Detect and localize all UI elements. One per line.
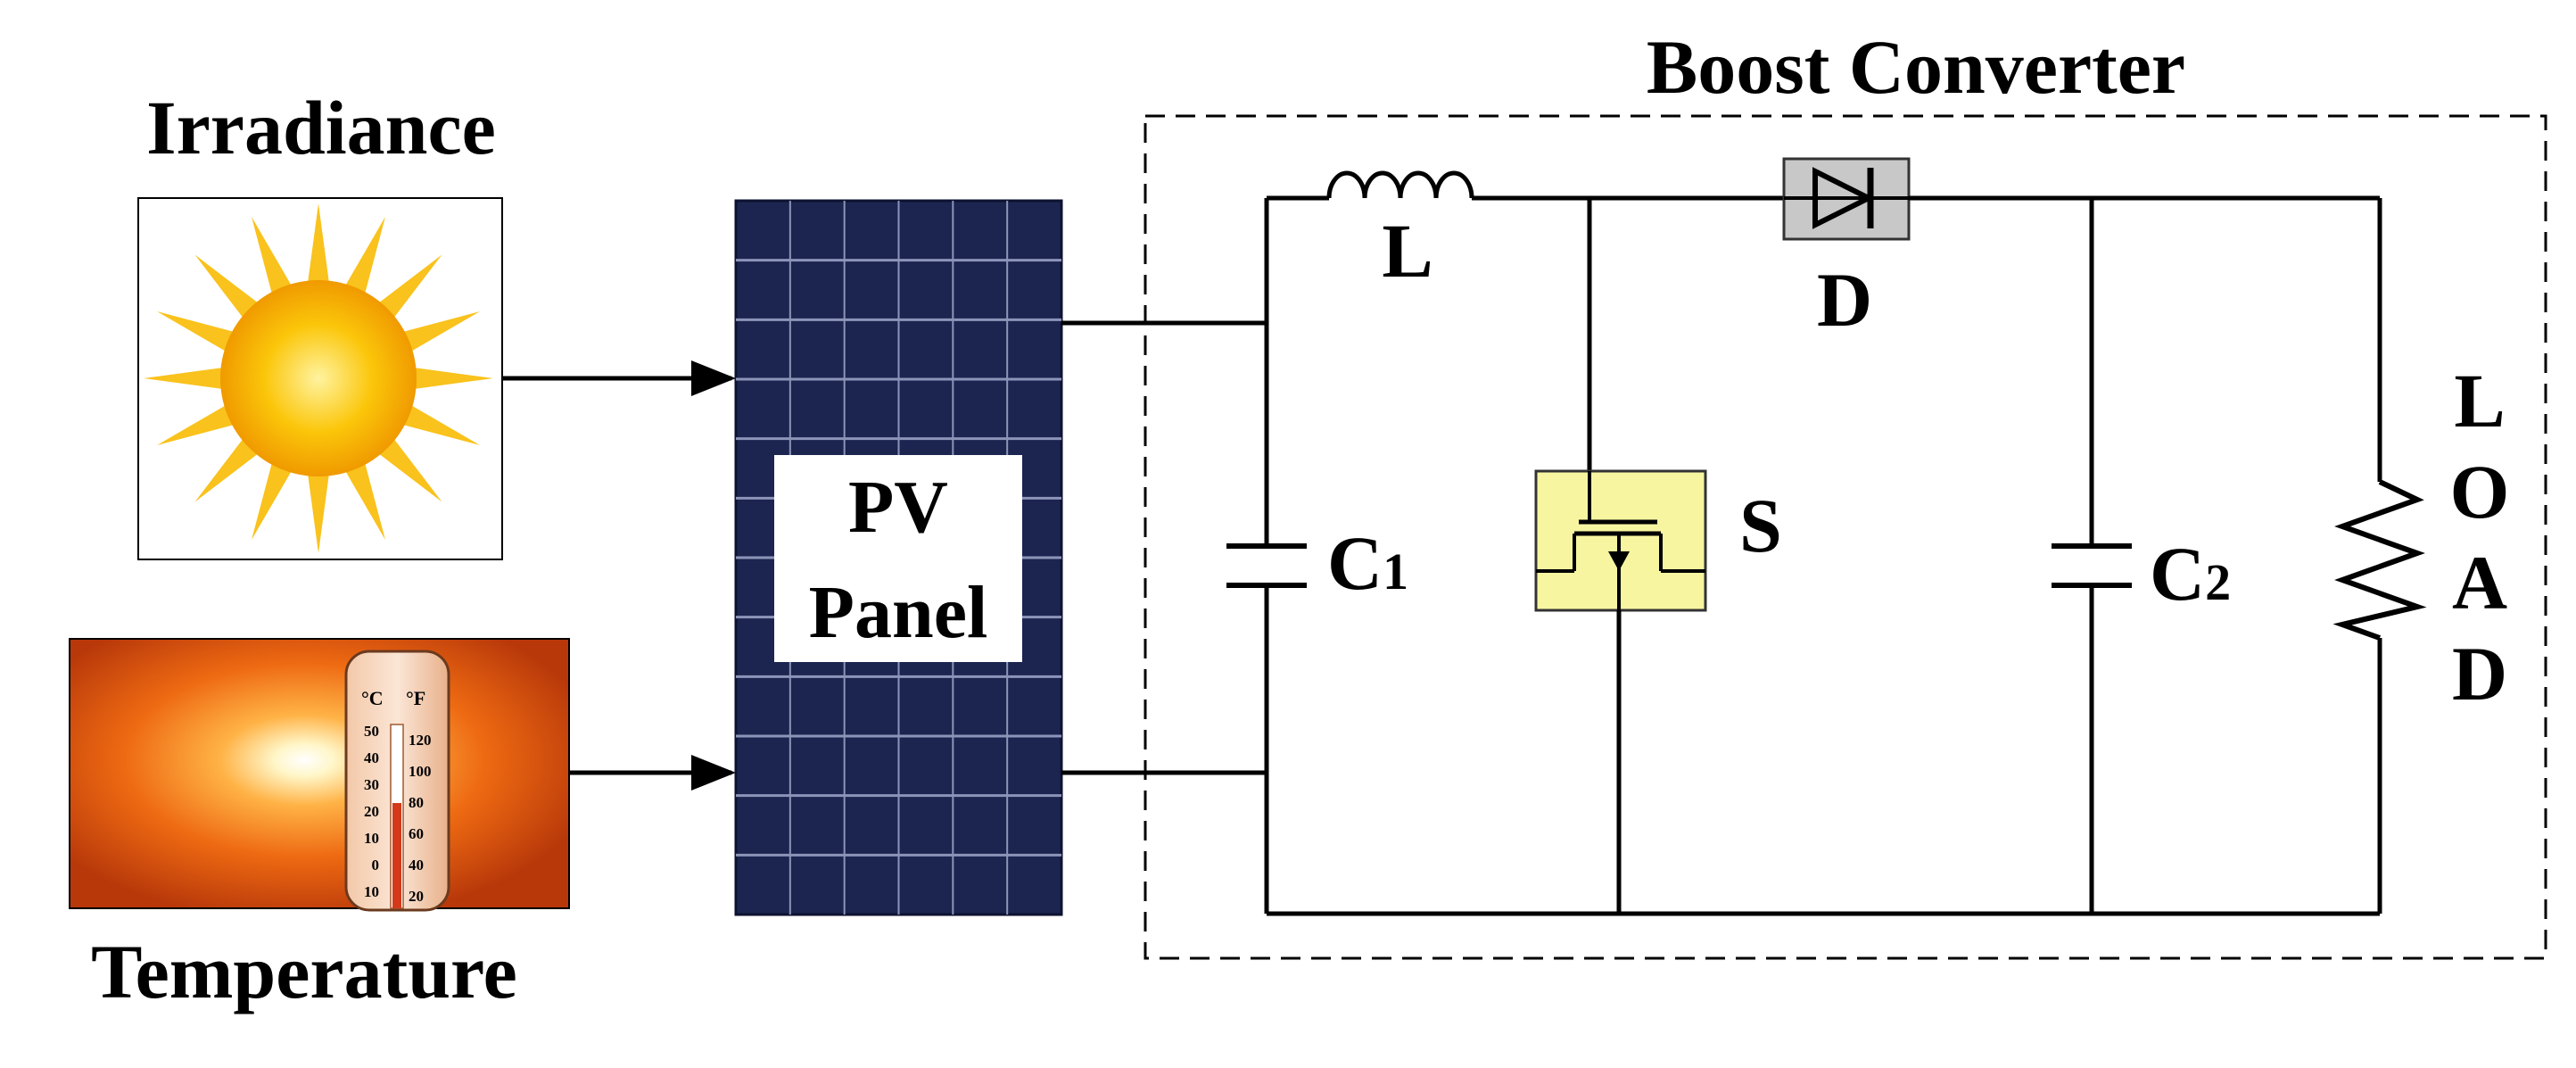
thermo-unit-c: °C [361, 687, 384, 709]
sun-ray [144, 367, 227, 390]
irradiance-label: Irradiance [146, 85, 496, 170]
thermo-fahrenheit-tick: 80 [409, 794, 424, 811]
temperature-label: Temperature [91, 929, 517, 1014]
sun-ray [251, 216, 293, 298]
c1-subscript: 1 [1383, 542, 1408, 600]
thermo-celsius-tick: 0 [372, 857, 380, 873]
sun-ray [156, 403, 238, 446]
boost-converter-boundary [1144, 114, 2547, 960]
thermo-fahrenheit-tick: 20 [409, 888, 424, 905]
pv-label-line2: Panel [809, 571, 988, 654]
mosfet-icon [1536, 471, 1705, 610]
sun-ray [399, 310, 481, 353]
sun-ray [410, 367, 493, 390]
c1-letter: C [1327, 520, 1383, 606]
load-letter: D [2452, 631, 2507, 716]
thermo-fahrenheit-scale: 120 100 80 60 40 20 [409, 732, 432, 905]
sun-ray [194, 435, 261, 502]
thermo-celsius-tick: 30 [364, 776, 379, 793]
thermo-celsius-tick: 10 [364, 883, 379, 900]
thermo-fahrenheit-tick: 120 [409, 732, 432, 749]
boost-converter-title: Boost Converter [1647, 24, 2185, 110]
sun-ray [343, 459, 386, 541]
thermo-fahrenheit-tick: 40 [409, 857, 424, 873]
sun-icon [220, 280, 417, 476]
thermo-fahrenheit-tick: 100 [409, 763, 432, 780]
load-letter: O [2450, 449, 2510, 534]
thermo-celsius-tick: 40 [364, 749, 379, 766]
pv-label-box [774, 455, 1022, 662]
sun-ray [307, 203, 330, 286]
sun-ray [156, 310, 238, 353]
load-letter: A [2452, 540, 2507, 625]
c2-letter: C [2150, 531, 2205, 617]
inductor-icon [1326, 170, 1474, 199]
sun-ray [194, 254, 261, 321]
sun-ray [251, 459, 293, 541]
sun-ray [376, 435, 442, 502]
load-letter: L [2454, 358, 2505, 443]
sun-ray [307, 470, 330, 553]
inductor-label: L [1382, 208, 1432, 294]
thermo-celsius-tick: 20 [364, 803, 379, 820]
sun-ray [343, 216, 386, 298]
c2-label: C2 [2150, 531, 2231, 617]
resistor-icon [2332, 479, 2427, 641]
thermo-unit-f: °F [406, 687, 425, 709]
thermo-fahrenheit-tick: 60 [409, 825, 424, 842]
thermo-celsius-tick: 50 [364, 723, 379, 740]
thermo-celsius-scale: 50 40 30 20 10 0 10 [364, 723, 379, 900]
c1-label: C1 [1327, 520, 1408, 606]
sun-ray [376, 254, 442, 321]
thermo-celsius-tick: 10 [364, 830, 379, 847]
c2-subscript: 2 [2205, 553, 2231, 611]
sun-ray [399, 403, 481, 446]
pv-label-line1: PV [848, 466, 948, 549]
diode-label: D [1817, 257, 1872, 343]
switch-label: S [1739, 483, 1782, 568]
temperature-image [69, 638, 570, 909]
sun-rays-icon [144, 203, 493, 553]
diode-icon [1784, 167, 1909, 229]
